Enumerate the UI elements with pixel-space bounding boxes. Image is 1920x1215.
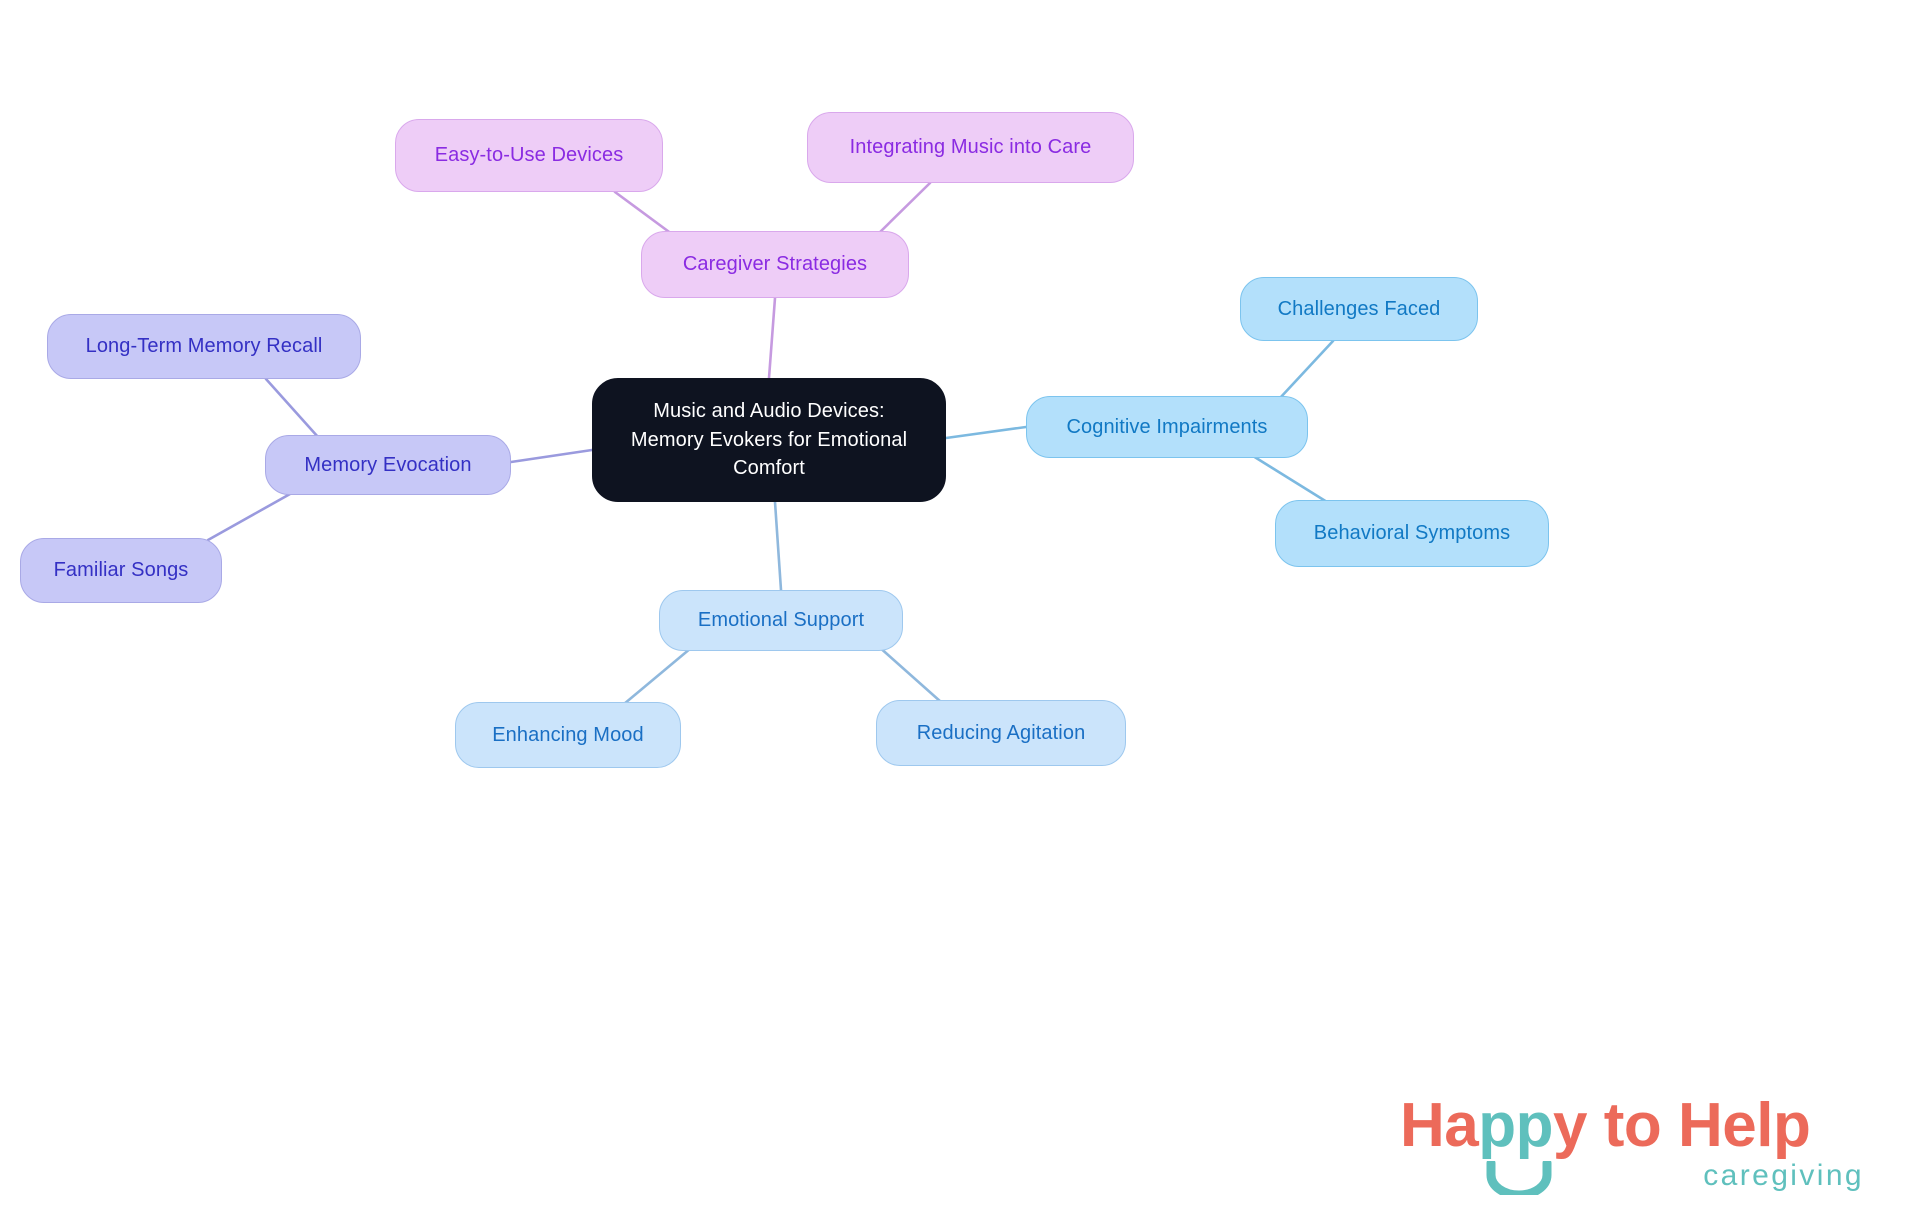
edge-caregiver-to-integrating	[874, 181, 932, 238]
logo-word-accent: pp	[1478, 1091, 1554, 1160]
edge-root-to-memory	[509, 448, 594, 464]
mindmap-node-cognitive[interactable]: Cognitive Impairments	[1026, 396, 1308, 458]
smile-icon	[1486, 1161, 1552, 1195]
mindmap-node-memory[interactable]: Memory Evocation	[265, 435, 511, 495]
edge-cognitive-to-behavioral	[1251, 454, 1329, 504]
edge-memory-to-longterm	[264, 377, 320, 439]
logo-word-suffix: y to Help	[1553, 1091, 1811, 1160]
mindmap-node-longterm[interactable]: Long-Term Memory Recall	[47, 314, 361, 379]
logo-tagline: caregiving	[1703, 1159, 1864, 1192]
edge-root-to-caregiver	[767, 296, 777, 380]
node-label: Caregiver Strategies	[682, 253, 868, 276]
edge-root-to-emotional	[773, 500, 783, 592]
logo-word-prefix: Ha	[1400, 1091, 1479, 1160]
edge-emotional-to-mood	[622, 646, 693, 706]
edge-emotional-to-agitation	[876, 644, 943, 704]
mindmap-node-challenges[interactable]: Challenges Faced	[1240, 277, 1478, 341]
mindmap-node-integrating[interactable]: Integrating Music into Care	[807, 112, 1134, 183]
node-label: Integrating Music into Care	[849, 136, 1092, 159]
node-label: Memory Evocation	[304, 453, 472, 476]
mindmap-node-agitation[interactable]: Reducing Agitation	[876, 700, 1126, 766]
node-label: Cognitive Impairments	[1066, 415, 1268, 438]
edge-root-to-cognitive	[944, 425, 1028, 440]
node-label: Emotional Support	[697, 609, 865, 632]
edge-memory-to-familiar	[206, 492, 292, 542]
mindmap-node-familiar[interactable]: Familiar Songs	[20, 538, 222, 603]
mindmap-node-caregiver[interactable]: Caregiver Strategies	[641, 231, 909, 298]
brand-logo: Happy to Help caregiving	[1400, 1095, 1870, 1205]
logo-wordmark: Happy to Help	[1400, 1095, 1811, 1157]
node-label: Long-Term Memory Recall	[85, 335, 323, 358]
node-label: Easy-to-Use Devices	[434, 144, 624, 167]
mindmap-node-easy[interactable]: Easy-to-Use Devices	[395, 119, 663, 192]
node-label: Music and Audio Devices: Memory Evokers …	[630, 400, 908, 480]
mindmap-node-emotional[interactable]: Emotional Support	[659, 590, 903, 651]
node-label: Enhancing Mood	[492, 723, 644, 746]
edge-cognitive-to-challenges	[1278, 339, 1335, 400]
node-label: Behavioral Symptoms	[1313, 522, 1511, 545]
mindmap-node-root[interactable]: Music and Audio Devices: Memory Evokers …	[592, 378, 946, 502]
mindmap-node-behavioral[interactable]: Behavioral Symptoms	[1275, 500, 1549, 567]
mindmap-node-mood[interactable]: Enhancing Mood	[455, 702, 681, 768]
node-label: Challenges Faced	[1277, 297, 1441, 320]
node-label: Reducing Agitation	[916, 721, 1086, 744]
node-label: Familiar Songs	[53, 559, 189, 582]
